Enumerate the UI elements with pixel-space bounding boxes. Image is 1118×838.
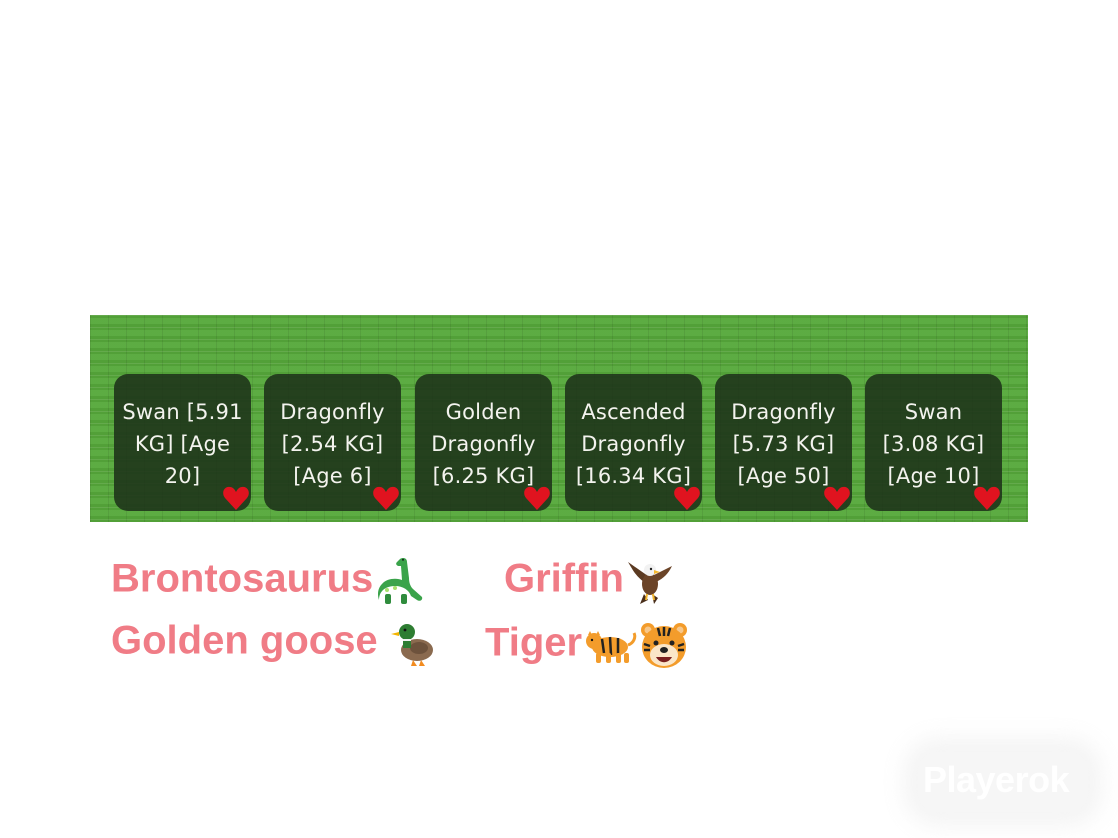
eagle-icon — [627, 562, 672, 604]
inventory-slot-6[interactable]: Swan [3.08 KG] [Age 10] — [865, 374, 1002, 511]
pet-tiger: Tiger — [485, 620, 690, 670]
heart-icon — [974, 486, 1000, 510]
inventory-slot-1[interactable]: Swan [5.91 KG] [Age 20] — [114, 374, 251, 511]
pet-griffin: Griffin — [504, 556, 676, 606]
watermark-backdrop — [918, 752, 1088, 812]
slot-label: Ascended Dragonfly [16.34 KG] — [575, 400, 692, 488]
sauropod-icon — [378, 558, 423, 604]
pet-golden-goose: Golden goose — [111, 618, 439, 668]
watermark-logo: Playerok — [923, 759, 1070, 800]
heart-icon — [524, 486, 550, 510]
inventory-slot-3[interactable]: Golden Dragonfly [6.25 KG] — [415, 374, 552, 511]
slot-label: Swan [5.91 KG] [Age 20] — [122, 400, 243, 488]
tiger-icon — [586, 631, 637, 663]
slot-label: Dragonfly [5.73 KG] [Age 50] — [731, 400, 836, 488]
heart-icon — [223, 486, 249, 510]
tiger-face-icon — [641, 623, 688, 668]
duck-icon — [390, 624, 433, 666]
inventory-slot-2[interactable]: Dragonfly [2.54 KG] [Age 6] — [264, 374, 401, 511]
inventory-slot-4[interactable]: Ascended Dragonfly [16.34 KG] — [565, 374, 702, 511]
pet-name: Brontosaurus — [111, 556, 374, 601]
slot-label: Dragonfly [2.54 KG] [Age 6] — [280, 400, 385, 488]
inventory-hotbar: Swan [5.91 KG] [Age 20] Dragonfly [2.54 … — [90, 315, 1028, 522]
slot-label: Golden Dragonfly [6.25 KG] — [431, 400, 536, 488]
heart-icon — [674, 486, 700, 510]
slot-label: Swan [3.08 KG] [Age 10] — [882, 400, 985, 488]
pet-name: Golden goose — [111, 618, 378, 663]
inventory-slot-5[interactable]: Dragonfly [5.73 KG] [Age 50] — [715, 374, 852, 511]
pet-name: Griffin — [504, 556, 624, 601]
pet-brontosaurus: Brontosaurus — [111, 556, 425, 606]
heart-icon — [373, 486, 399, 510]
pet-name: Tiger — [485, 620, 583, 665]
heart-icon — [824, 486, 850, 510]
